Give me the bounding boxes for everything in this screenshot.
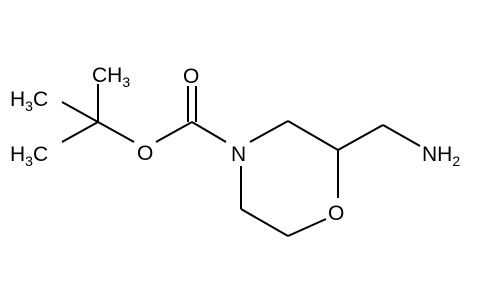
bond-carbonyl-c-ring-n [191, 121, 227, 143]
methyl-top-ch-text: CH [92, 64, 122, 87]
bond-ring-o-c6 [287, 218, 327, 237]
methyl-bottom-c-text: C [33, 143, 48, 166]
methyl-left-subscript-3: 3 [25, 98, 33, 114]
bonds [61, 84, 421, 237]
amine-subscript-2: 2 [452, 153, 460, 169]
bond-ring-c6-c5 [240, 208, 289, 237]
atom-label-methyl-left: H3C [10, 88, 48, 114]
atom-label-amine-group: NH2 [422, 143, 460, 169]
bond-c2-ch2 [337, 124, 384, 151]
atom-label-methyl-bottom: H3C [10, 143, 48, 169]
bond-cq-ester-o [97, 121, 135, 143]
methyl-left-c-text: C [33, 88, 48, 111]
atom-label-carbonyl-oxygen: O [183, 65, 199, 88]
bond-ring-n-c3 [249, 120, 289, 143]
atom-labels: O O N O NH2 CH3 H3C H3C [10, 64, 460, 225]
amine-nh-text: NH [422, 143, 452, 166]
methyl-left-h-text: H [10, 88, 25, 111]
bond-cq-ch3-bottom [61, 121, 99, 143]
atom-label-ring-oxygen: O [328, 202, 344, 225]
methyl-top-subscript-3: 3 [122, 74, 130, 90]
bond-cq-ch3-left [61, 101, 99, 123]
bond-ring-c3-c2 [287, 120, 339, 151]
atom-label-ring-nitrogen: N [231, 143, 246, 166]
bond-ch2-nh2 [382, 124, 421, 147]
bond-ester-o-carbonyl-c [155, 121, 193, 143]
atom-label-methyl-top: CH3 [92, 64, 130, 90]
methyl-bottom-h-text: H [10, 143, 25, 166]
methyl-bottom-subscript-3: 3 [25, 153, 33, 169]
atom-label-ester-oxygen: O [137, 142, 153, 165]
